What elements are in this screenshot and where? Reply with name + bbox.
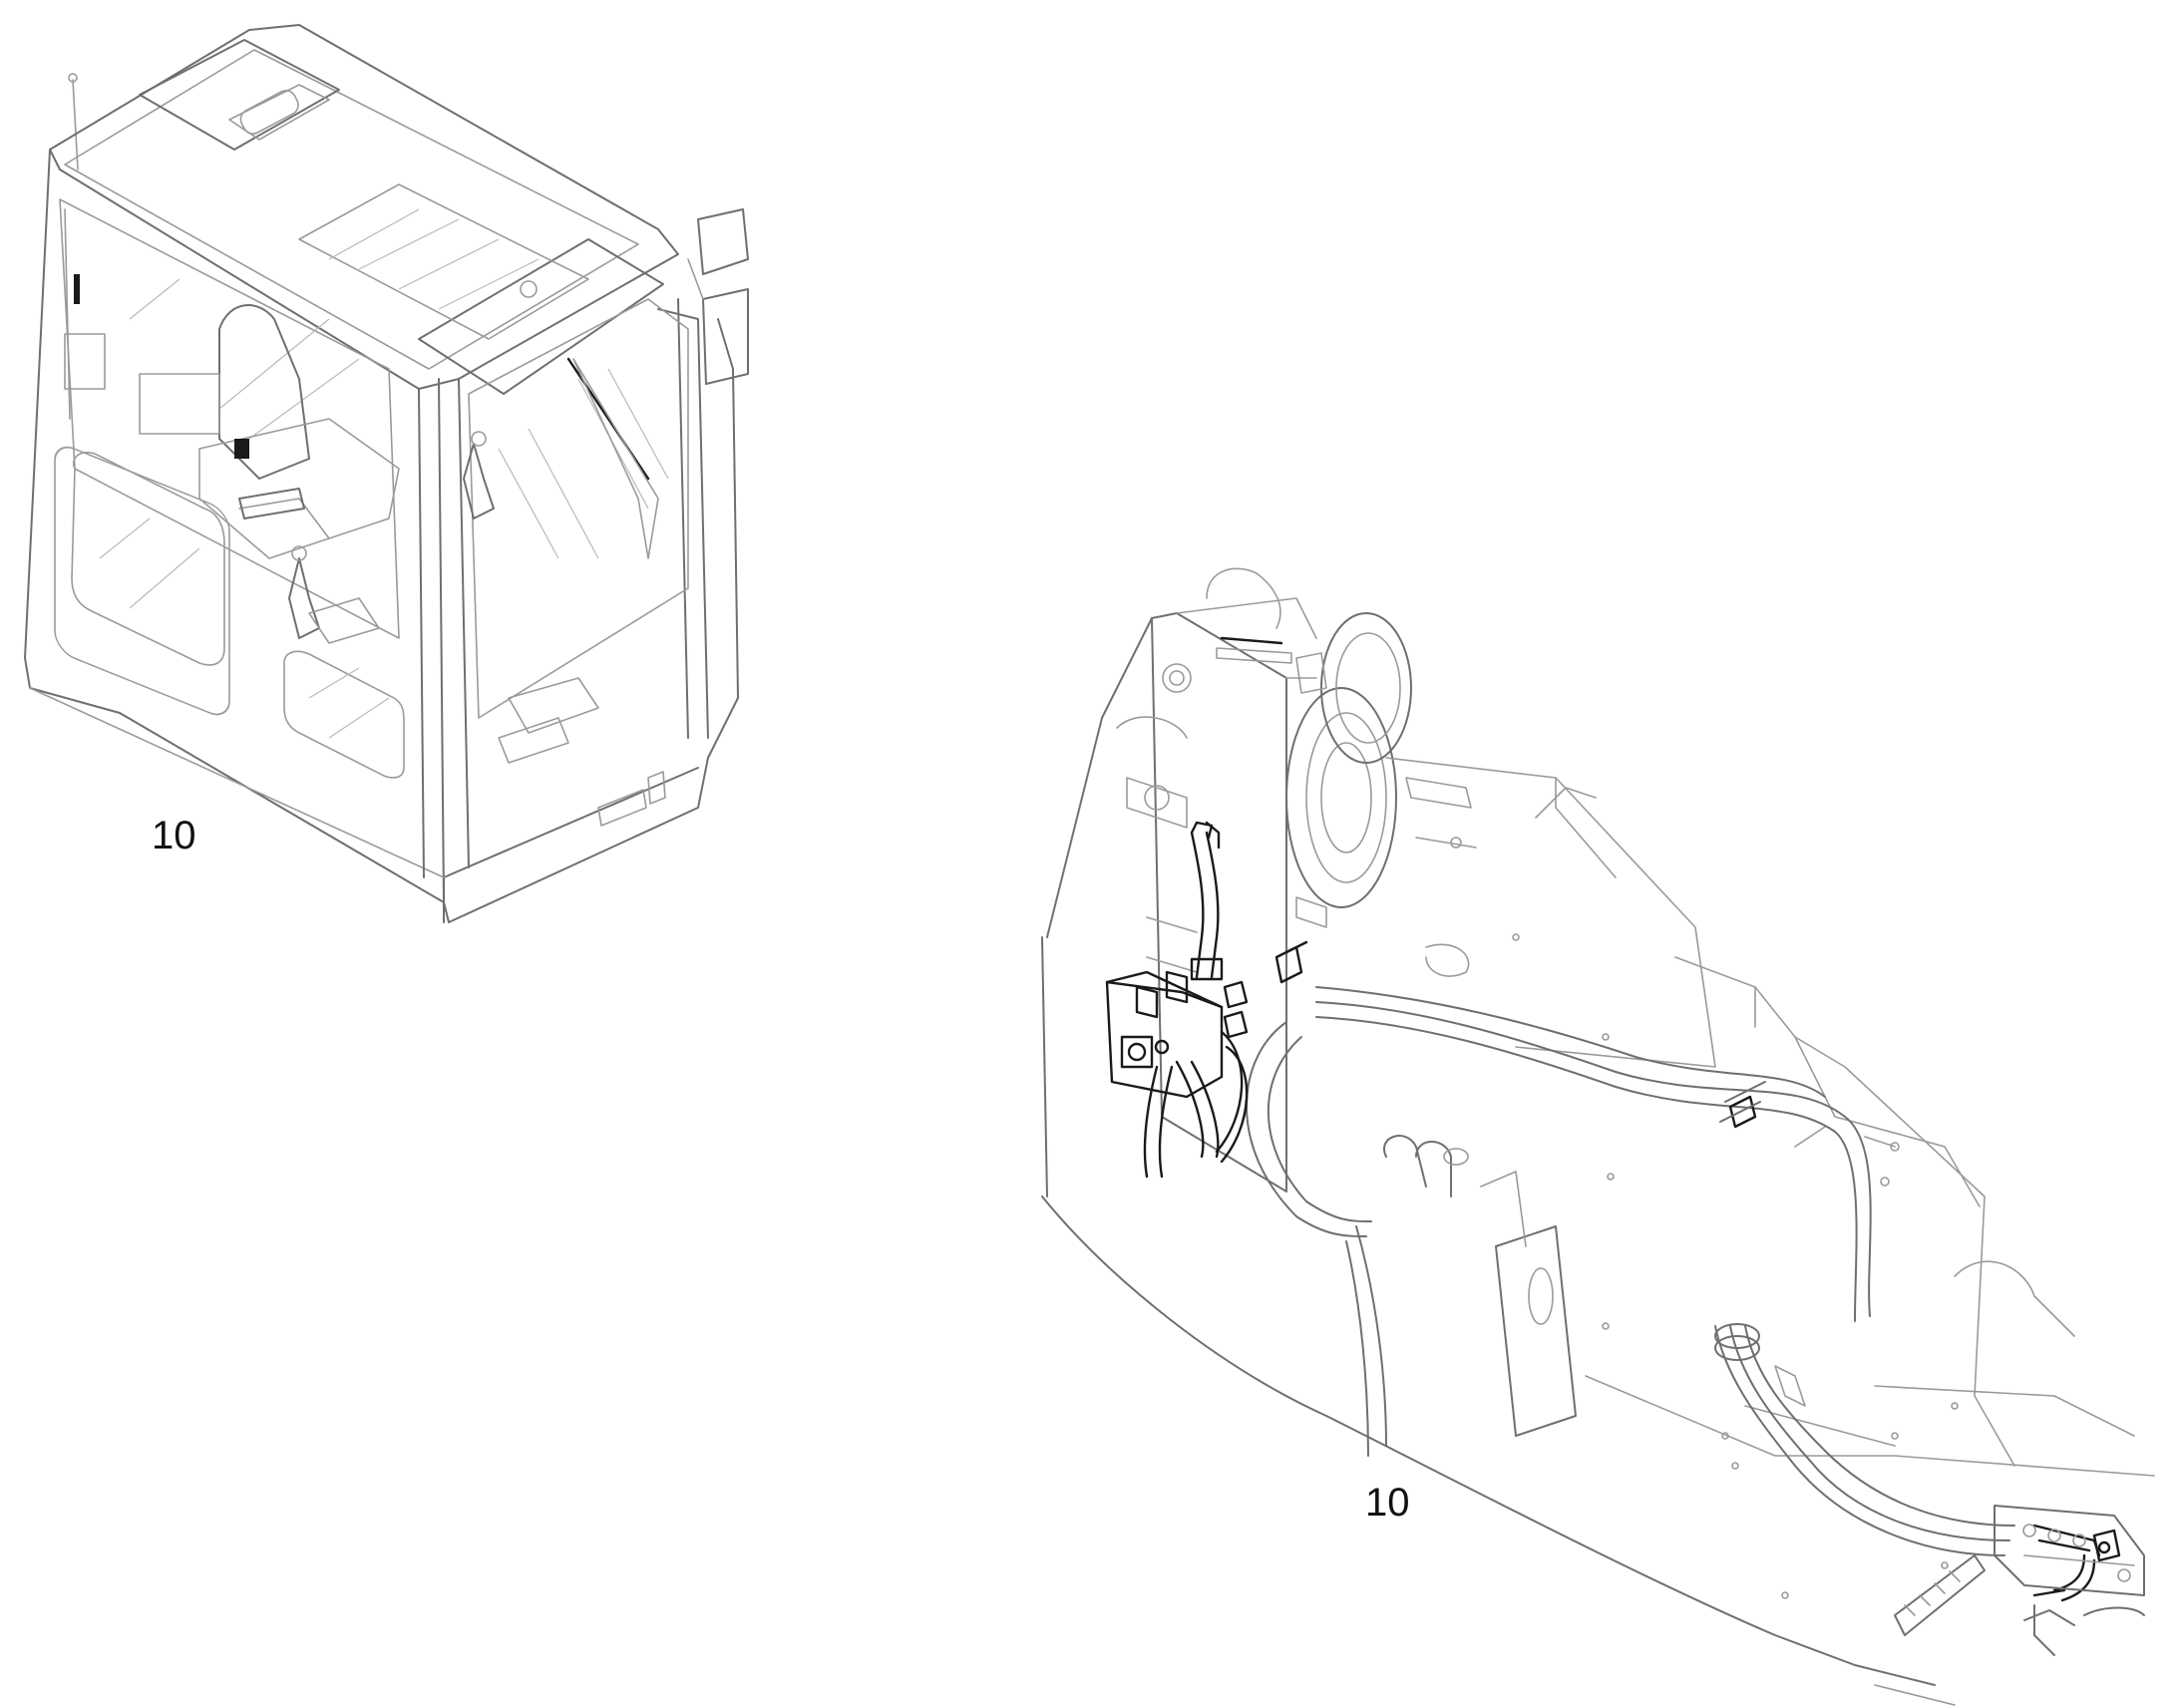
chassis-callout-label: 10 (1365, 1481, 1410, 1525)
cab-callout-label: 10 (152, 814, 196, 857)
